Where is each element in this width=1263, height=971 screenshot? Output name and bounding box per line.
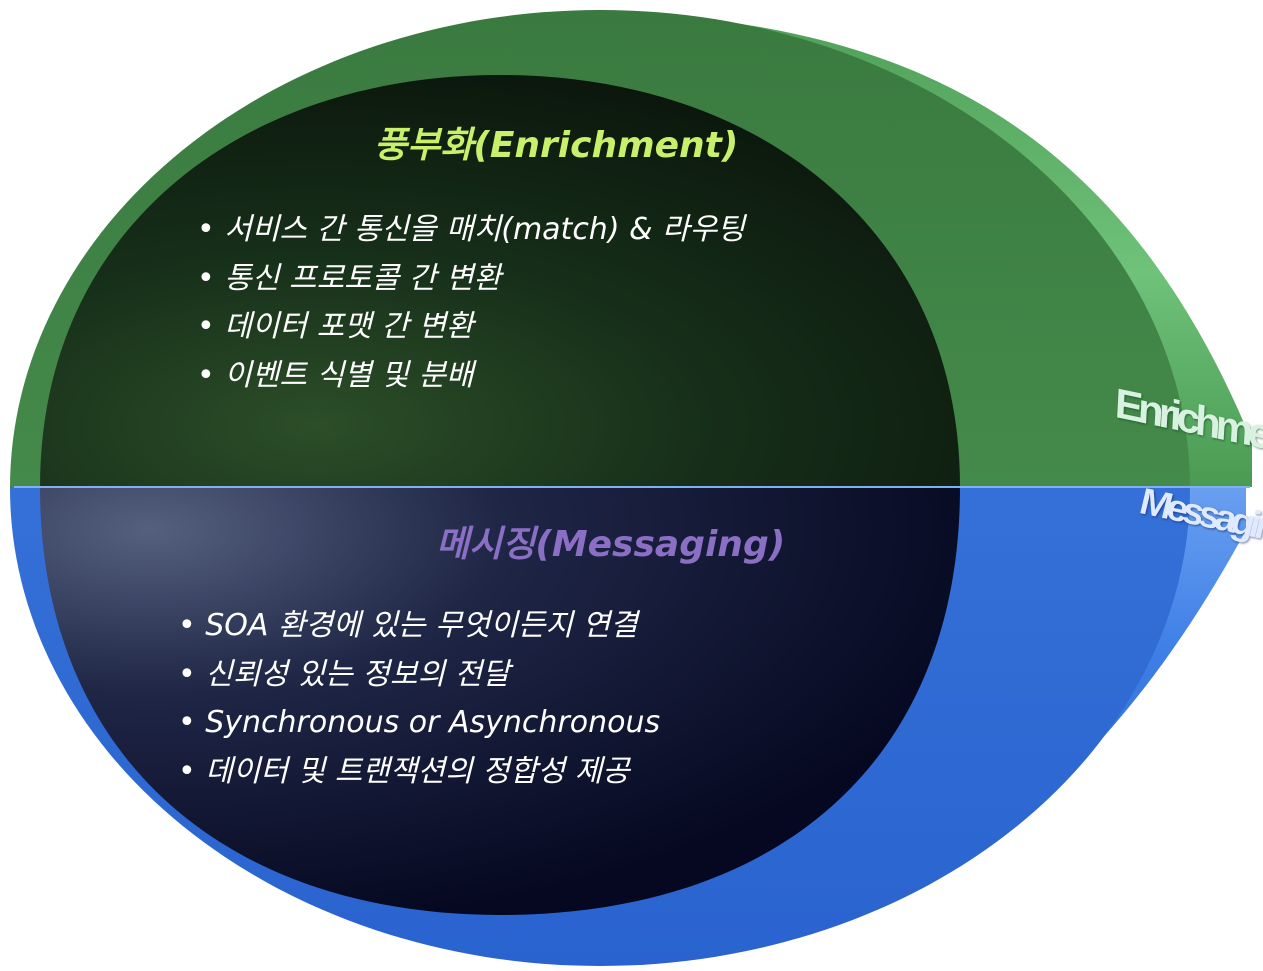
messaging-bullet: Synchronous or Asynchronous: [178, 699, 660, 748]
messaging-title: 메시징(Messaging): [436, 524, 786, 565]
messaging-bullet: 신뢰성 있는 정보의 전달: [178, 651, 660, 700]
enrichment-bullet: 서비스 간 통신을 매치(match) & 라우팅: [197, 206, 745, 255]
enrichment-bullet: 데이터 포맷 간 변환: [197, 303, 745, 352]
messaging-bullet: SOA 환경에 있는 무엇이든지 연결: [178, 602, 660, 651]
messaging-bullet: 데이터 및 트랜잭션의 정합성 제공: [178, 748, 660, 797]
enrichment-bullet: 통신 프로토콜 간 변환: [197, 255, 745, 304]
enrichment-bullet: 이벤트 식별 및 분배: [197, 352, 745, 401]
enrichment-title: 풍부화(Enrichment): [374, 125, 739, 166]
messaging-bullet-list: SOA 환경에 있는 무엇이든지 연결 신뢰성 있는 정보의 전달 Synchr…: [178, 602, 660, 796]
enrichment-bullet-list: 서비스 간 통신을 매치(match) & 라우팅 통신 프로토콜 간 변환 데…: [197, 206, 745, 400]
